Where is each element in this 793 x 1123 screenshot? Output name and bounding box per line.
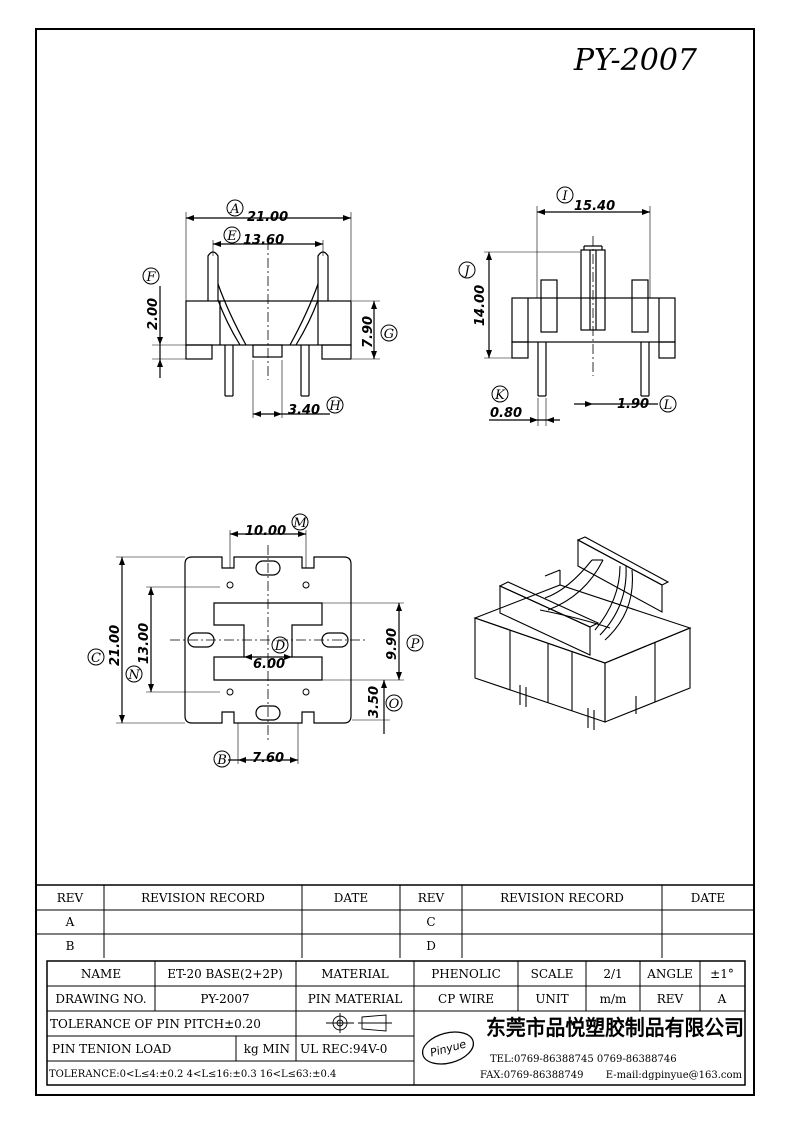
- rev-row-d: D: [426, 939, 436, 953]
- dim-letter-f: F: [145, 270, 156, 285]
- material-label: MATERIAL: [321, 967, 389, 981]
- dim-letter-g-circle: [380, 324, 398, 342]
- company-fax: FAX:0769-86388749: [480, 1070, 584, 1081]
- title-block: [46, 960, 746, 1086]
- unit-label: UNIT: [535, 992, 568, 1006]
- dim-letter-c-circle: [87, 648, 105, 666]
- dim-letter-i: I: [561, 189, 568, 204]
- date-header-left: DATE: [334, 891, 368, 905]
- dim-letter-l-circle: [659, 395, 677, 413]
- pin-tension-label: PIN TENION LOAD: [52, 1042, 171, 1056]
- angle-value: ±1°: [710, 967, 734, 981]
- dim-value-a: 21.00: [247, 210, 288, 225]
- dim-value-d: 6.00: [253, 657, 285, 672]
- pin-tension-unit: kg MIN: [244, 1042, 290, 1056]
- dim-value-n: 13.00: [137, 623, 152, 664]
- dim-letter-p: P: [410, 637, 420, 652]
- dim-value-e: 13.60: [243, 233, 284, 248]
- dim-value-b: 7.60: [252, 751, 284, 766]
- company-name: 东莞市品悦塑胶制品有限公司: [486, 1016, 744, 1040]
- drawing-title: PY-2007: [573, 43, 698, 78]
- sheet-border: [35, 28, 755, 1096]
- dim-letter-m: M: [292, 516, 307, 531]
- dim-letter-a: A: [229, 202, 239, 217]
- dim-letter-g: G: [384, 327, 394, 342]
- scale-value: 2/1: [603, 967, 622, 981]
- dim-letter-d: D: [274, 639, 286, 654]
- dim-letter-a-circle: [226, 199, 244, 217]
- revision-record-header-right: REVISION RECORD: [500, 891, 624, 905]
- rev-header-left: REV: [57, 891, 84, 905]
- dim-value-p: 9.90: [385, 628, 400, 660]
- front-view-arrows: [157, 215, 377, 417]
- dim-letter-o: O: [389, 697, 400, 712]
- date-header-right: DATE: [691, 891, 725, 905]
- dim-letter-j: J: [461, 264, 470, 279]
- name-value: ET-20 BASE(2+2P): [167, 967, 283, 981]
- tolerance-pitch: TOLERANCE OF PIN PITCH±0.20: [50, 1017, 261, 1031]
- name-label: NAME: [81, 967, 121, 981]
- dim-letter-b-circle: [213, 750, 231, 768]
- side-view-arrows: [486, 209, 650, 423]
- rev-header-right: REV: [418, 891, 445, 905]
- dim-value-m: 10.00: [245, 524, 286, 539]
- dim-value-l: 1.90: [617, 397, 649, 412]
- dim-letter-m-circle: [291, 513, 309, 531]
- dim-value-k: 0.80: [490, 406, 522, 421]
- dim-value-c: 21.00: [108, 625, 123, 666]
- dim-letter-o-circle: [385, 694, 403, 712]
- dim-letter-c: C: [91, 651, 101, 666]
- rev-row-c: C: [426, 915, 435, 929]
- revision-record-header-left: REVISION RECORD: [141, 891, 265, 905]
- isometric-view: [473, 536, 692, 730]
- dim-letter-l: L: [663, 398, 673, 413]
- dim-letter-e-circle: [223, 226, 241, 244]
- dim-value-o: 3.50: [367, 686, 382, 718]
- company-email: E-mail:dgpinyue@163.com: [606, 1070, 743, 1081]
- bottom-view-holes: [226, 581, 310, 696]
- dim-value-h: 3.40: [288, 403, 320, 418]
- revision-table: [36, 884, 754, 958]
- rev-row-b: B: [66, 939, 75, 953]
- dim-value-i: 15.40: [574, 199, 615, 214]
- drawing-no-value: PY-2007: [200, 992, 249, 1006]
- angle-label: ANGLE: [646, 967, 692, 981]
- rev-row-a: A: [65, 915, 75, 929]
- pin-material-value: CP WIRE: [438, 992, 494, 1006]
- dim-letter-k: K: [494, 388, 506, 403]
- side-view: [484, 206, 676, 426]
- dim-value-g: 7.90: [361, 316, 376, 348]
- dim-letter-h-circle: [326, 396, 344, 414]
- scale-label: SCALE: [531, 967, 574, 981]
- material-value: PHENOLIC: [431, 967, 501, 981]
- tolerance-ranges: TOLERANCE:0<L≤4:±0.2 4<L≤16:±0.3 16<L≤63…: [49, 1069, 336, 1080]
- rev-label: REV: [657, 992, 684, 1006]
- dim-letter-n: N: [127, 668, 140, 683]
- projection-symbol-icon: [326, 1013, 392, 1033]
- drawing-no-label: DRAWING NO.: [55, 992, 146, 1006]
- rev-value: A: [717, 992, 727, 1006]
- dim-letter-n-circle: [125, 665, 143, 683]
- bottom-view-arrows: [119, 531, 402, 763]
- dim-value-j: 14.00: [473, 285, 488, 326]
- dim-letter-e: E: [226, 229, 237, 244]
- dim-letter-k-circle: [491, 385, 509, 403]
- dim-letter-i-circle: [556, 186, 574, 204]
- dim-letter-p-circle: [406, 634, 424, 652]
- company-tel: TEL:0769-86388745 0769-86388746: [490, 1054, 677, 1065]
- dim-value-f: 2.00: [146, 298, 161, 330]
- dim-letter-h: H: [328, 399, 341, 414]
- ul-rating: UL REC:94V-0: [300, 1042, 387, 1056]
- pinyue-logo: Pinyue: [421, 1031, 475, 1065]
- bottom-view: [116, 530, 404, 764]
- unit-value: m/m: [600, 992, 627, 1006]
- svg-text:Pinyue: Pinyue: [429, 1037, 468, 1059]
- dim-letter-d-circle: [271, 636, 289, 654]
- dim-letter-b: B: [216, 753, 227, 768]
- dim-letter-f-circle: [142, 267, 160, 285]
- pin-material-label: PIN MATERIAL: [308, 992, 403, 1006]
- front-view: [152, 212, 380, 418]
- dim-letter-j-circle: [458, 261, 476, 279]
